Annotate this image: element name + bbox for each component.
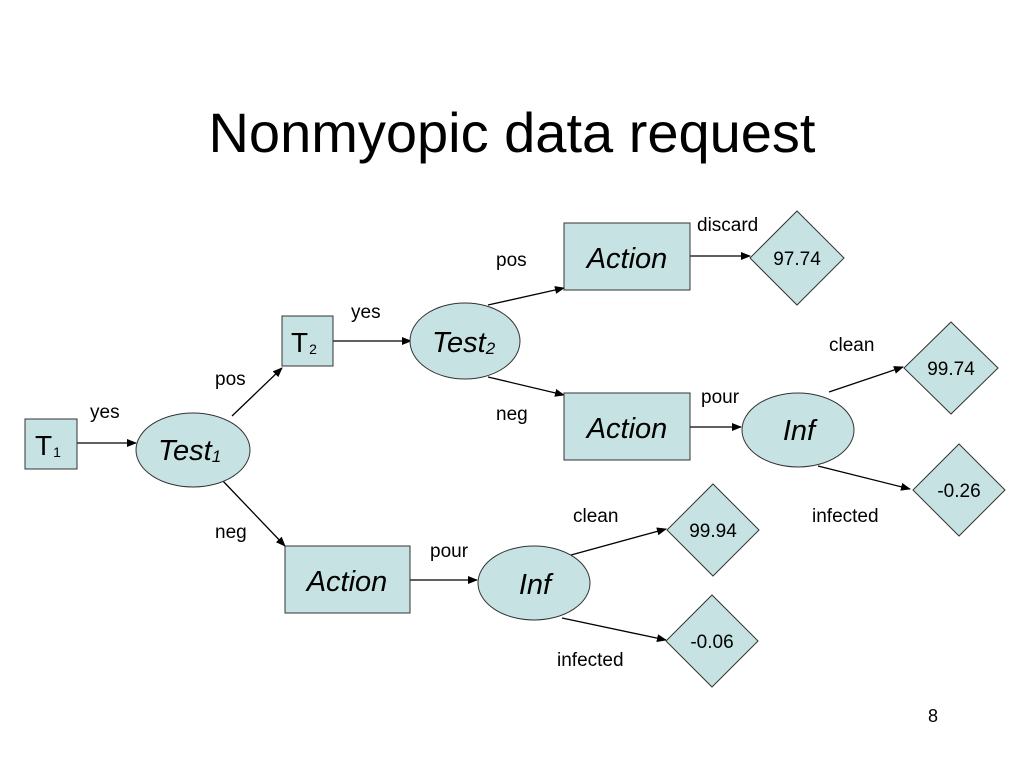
node-label: Action xyxy=(585,413,668,445)
edge-label-discard: discard xyxy=(697,215,758,236)
node-label: Test xyxy=(432,327,488,359)
edge-label-yes: yes xyxy=(351,302,381,323)
svg-text:T2: T2 xyxy=(291,327,317,358)
action-node-bottom: Action xyxy=(284,545,411,614)
edge-label-yes: yes xyxy=(90,402,120,423)
edge-label-neg: neg xyxy=(496,404,528,425)
value-node-clean-right: 99.74 xyxy=(903,321,999,415)
node-value: -0.06 xyxy=(690,632,733,653)
node-value: 99.94 xyxy=(689,521,737,542)
edge-label-infected: infected xyxy=(812,506,879,527)
edge-label-infected: infected xyxy=(557,650,624,671)
edge-label-pour: pour xyxy=(430,541,469,562)
node-value: 97.74 xyxy=(773,249,821,270)
decision-node-t2: T2 xyxy=(281,315,334,367)
edge-test1-neg xyxy=(221,479,286,547)
node-label: T xyxy=(35,430,52,461)
decision-node-t1: T1 xyxy=(24,418,78,470)
node-subscript: 2 xyxy=(485,339,496,358)
node-label: Action xyxy=(585,243,668,275)
edge-inf-right-infected xyxy=(817,465,911,491)
node-value: -0.26 xyxy=(937,481,980,502)
edge-label-clean: clean xyxy=(829,335,874,356)
value-node-discard: 97.74 xyxy=(749,210,845,306)
svg-text:T1: T1 xyxy=(35,430,61,461)
action-node-top: Action xyxy=(563,222,691,291)
edge-label-neg: neg xyxy=(215,522,247,543)
node-label: T xyxy=(291,327,308,358)
node-label: Action xyxy=(305,566,388,598)
edge-label-pos: pos xyxy=(215,369,246,390)
edge-label-pour: pour xyxy=(701,387,740,408)
svg-text:Test1: Test1 xyxy=(158,435,221,467)
node-value: 99.74 xyxy=(927,359,975,380)
edge-label-pos: pos xyxy=(496,250,527,271)
edge-inf-bottom-infected xyxy=(561,617,667,643)
chance-node-inf-right: Inf xyxy=(741,392,855,468)
node-subscript: 1 xyxy=(53,444,61,460)
page-number: 8 xyxy=(927,706,938,726)
value-node-clean-bottom: 99.94 xyxy=(666,483,760,577)
edge-test1-pos xyxy=(231,367,283,417)
edge-inf-right-clean xyxy=(828,366,904,393)
value-node-infected-right: -0.26 xyxy=(912,443,1006,537)
node-subscript: 2 xyxy=(309,341,317,357)
node-subscript: 1 xyxy=(212,447,221,466)
node-label: Inf xyxy=(783,415,818,447)
chance-node-test2: Test2 xyxy=(409,302,521,380)
chance-node-inf-bottom: Inf xyxy=(477,545,591,621)
edge-test2-neg xyxy=(487,376,565,397)
action-node-mid: Action xyxy=(563,392,691,461)
slide-title: Nonmyopic data request xyxy=(208,101,816,164)
edge-label-clean: clean xyxy=(573,506,618,527)
node-label: Test xyxy=(158,435,214,467)
edge-inf-bottom-clean xyxy=(570,527,667,556)
svg-text:Test2: Test2 xyxy=(432,327,496,359)
value-node-infected-bottom: -0.06 xyxy=(665,594,759,688)
chance-node-test1: Test1 xyxy=(135,412,251,488)
edge-test2-pos xyxy=(487,286,565,306)
node-label: Inf xyxy=(519,569,554,601)
